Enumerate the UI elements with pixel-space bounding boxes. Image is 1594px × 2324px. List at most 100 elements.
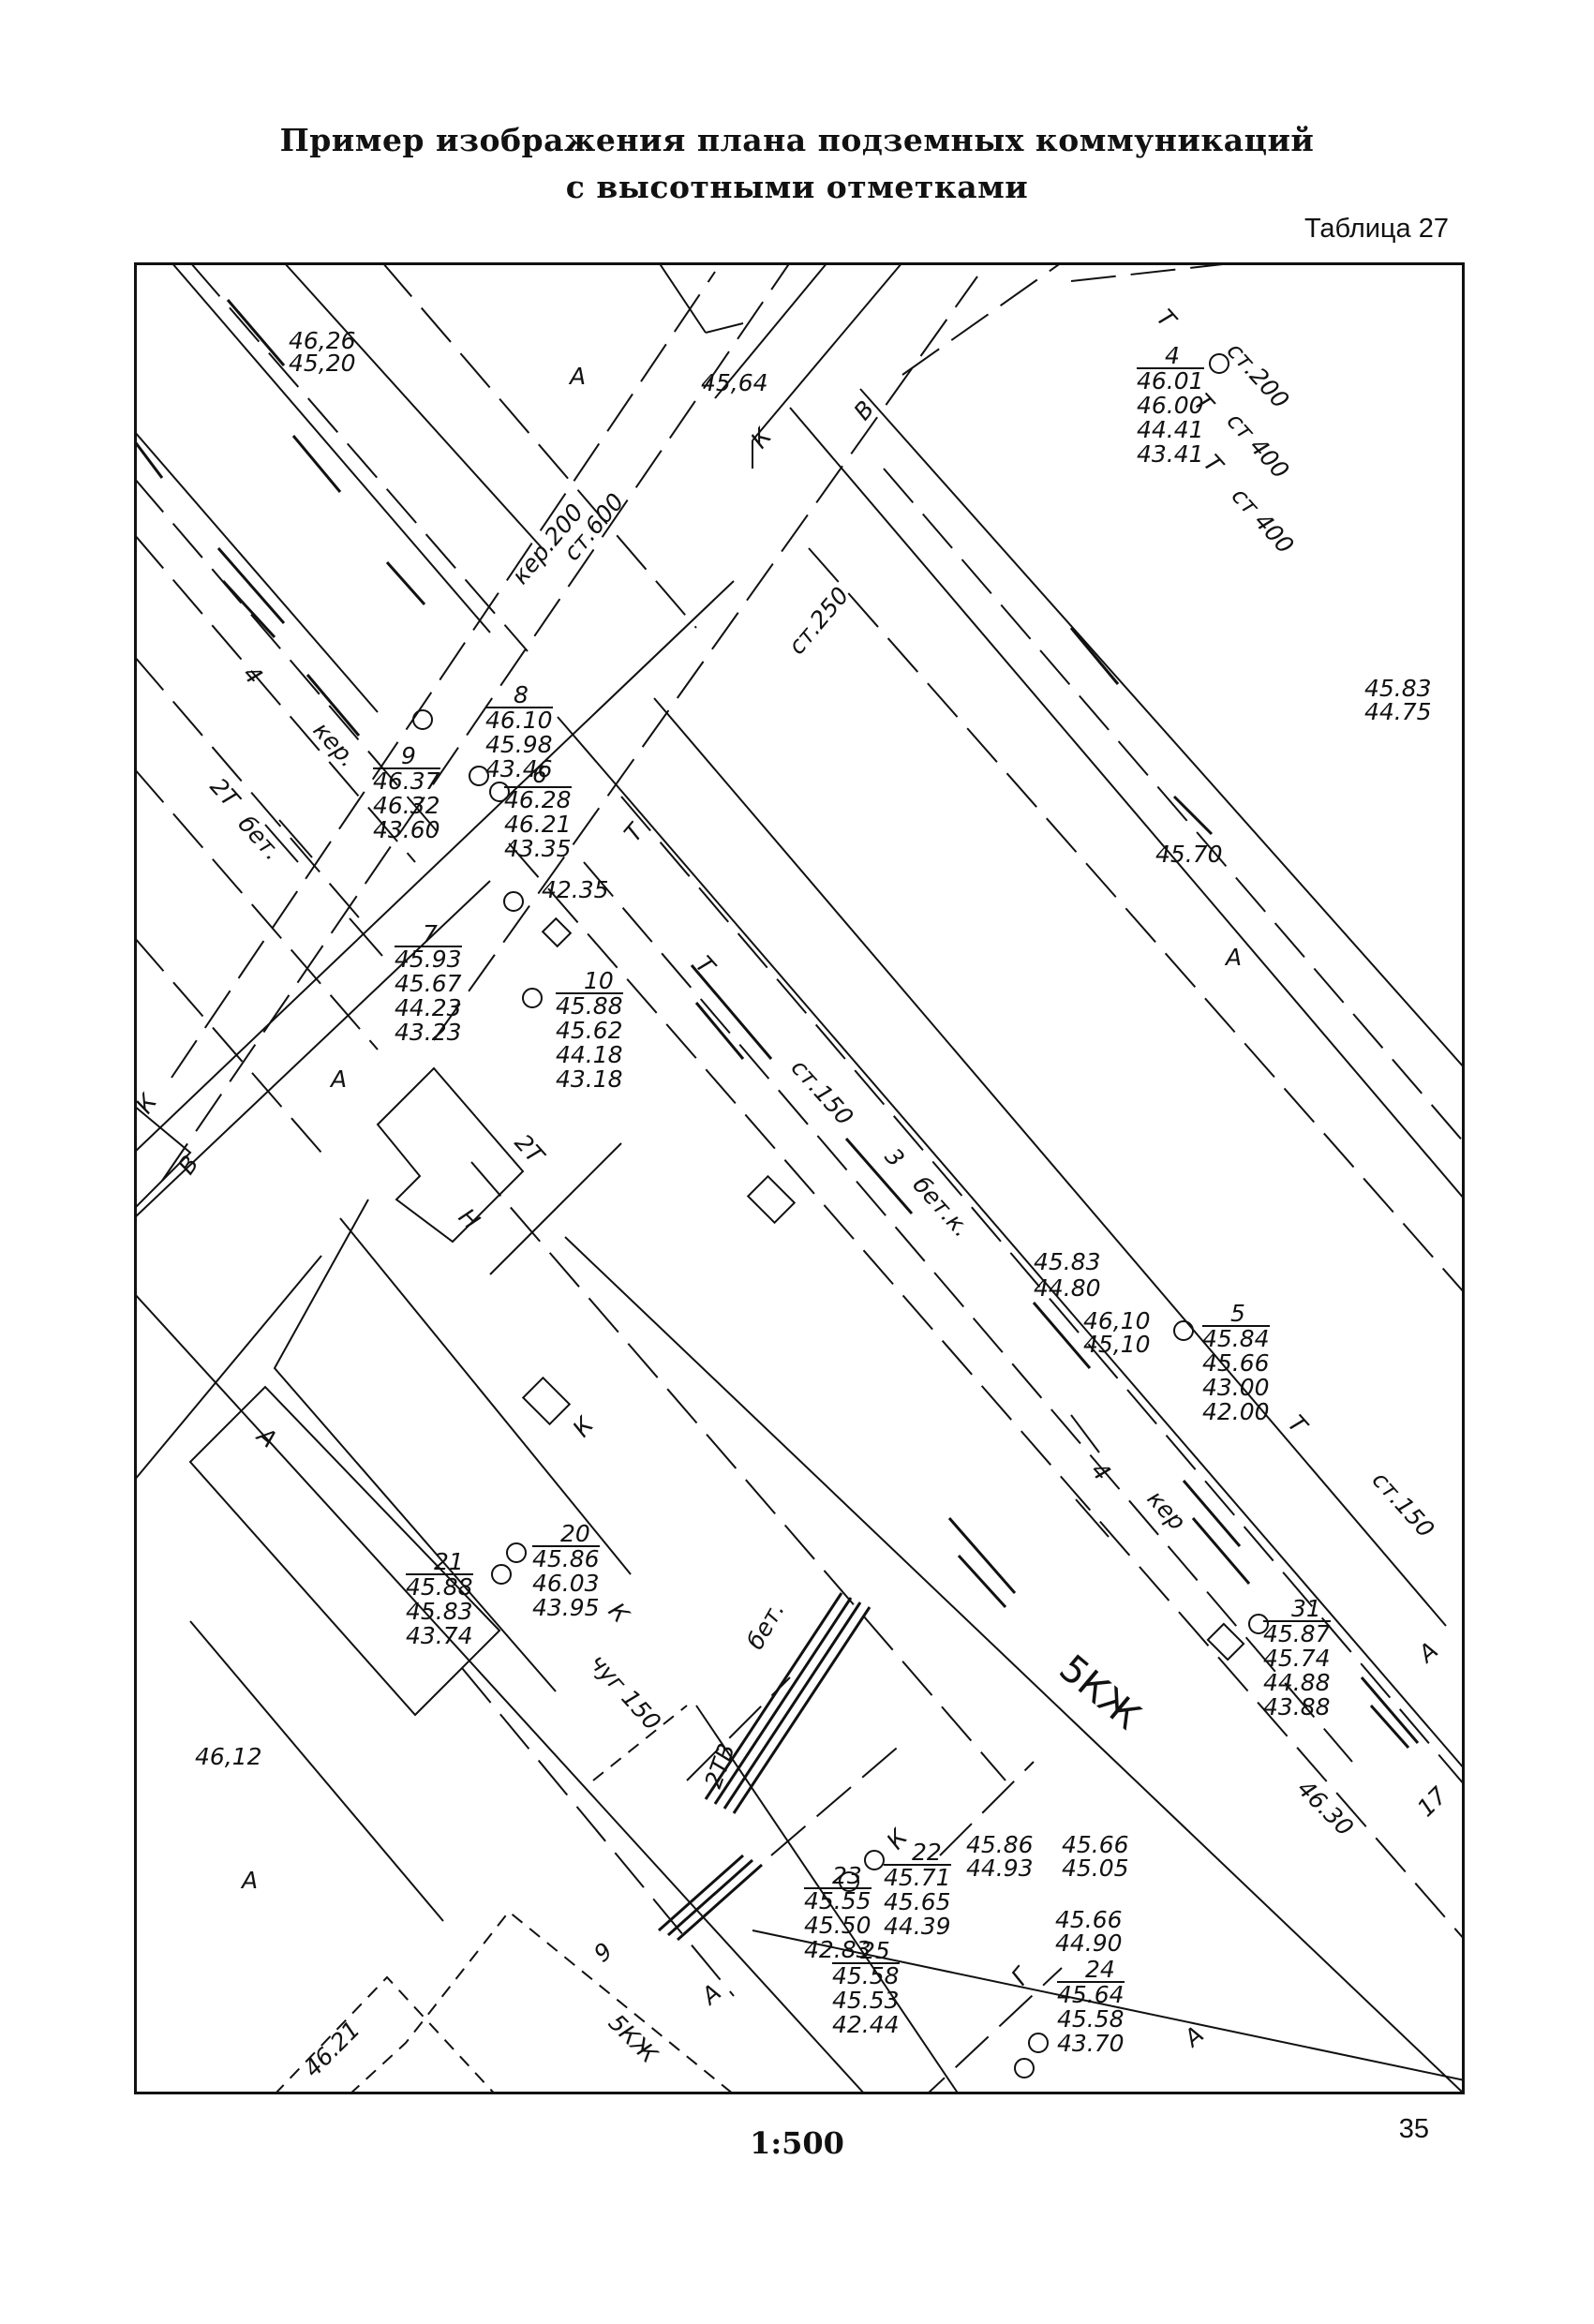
well-elevation: 45.87 — [1263, 1620, 1331, 1647]
elev-e13: 42.35 — [542, 876, 609, 903]
page-title-line2: с высотными отметками — [565, 169, 1029, 205]
well-elevation: 45.58 — [832, 1962, 900, 1989]
well-id: 8 — [514, 681, 529, 708]
chambers — [521, 916, 1245, 1661]
well-id: 20 — [560, 1520, 590, 1547]
area-labels: А А А А А А А А Н 5КЖ 9 5КЖ 17 — [240, 363, 1452, 2069]
elev-e3b: 44.75 — [1364, 698, 1432, 725]
well-elevation: 46.37 — [373, 767, 440, 795]
elev-e12: 46.21 — [299, 2016, 365, 2082]
well-elevation: 46.00 — [1137, 392, 1204, 419]
well-symbols — [412, 353, 1269, 2078]
label-K2: К — [134, 1088, 163, 1118]
well-elevation: 45.83 — [406, 1598, 473, 1625]
elev-e11b: 44.90 — [1055, 1929, 1123, 1957]
well-id: 9 — [401, 742, 416, 769]
well-elevation: 45.50 — [804, 1912, 871, 1939]
well-elevation: 43.88 — [1263, 1693, 1331, 1721]
well-elevation: 45.55 — [804, 1887, 871, 1914]
well-elevation: 43.74 — [406, 1622, 473, 1649]
elev-e10b: 45.05 — [1062, 1855, 1129, 1882]
well-elevation: 45.98 — [485, 731, 553, 758]
well-elevation: 46.01 — [1137, 367, 1204, 395]
well-id: 6 — [532, 761, 547, 788]
well-id: 25 — [860, 1937, 890, 1964]
elev-e6b: 45,10 — [1083, 1331, 1151, 1358]
well-elevation: 45.86 — [532, 1545, 600, 1572]
area-A3: А — [329, 1065, 347, 1093]
label-K4: К — [603, 1598, 635, 1630]
well-elevation: 45.53 — [832, 1987, 900, 2014]
well-elevation: 45.71 — [884, 1864, 951, 1891]
building-outlines — [134, 1066, 1465, 2094]
elev-e9b: 44.93 — [966, 1855, 1034, 1882]
crossing-ticks — [264, 819, 1110, 1538]
bldg-5kzh: 5КЖ — [1051, 1646, 1149, 1738]
bldg-9: 9 — [588, 1937, 618, 1967]
well-elevation: 43.95 — [532, 1594, 600, 1621]
label-bet1: бет. — [233, 811, 287, 866]
well-elevation: 45.88 — [406, 1573, 473, 1601]
label-ker1: кер. — [308, 717, 363, 773]
page-number: 35 — [1398, 2114, 1429, 2144]
page-title-line1: Пример изображения плана подземных комму… — [279, 122, 1315, 158]
label-ker2: кер — [1142, 1485, 1192, 1536]
label-st400b: ст 400 — [1227, 483, 1300, 559]
elev-e10a: 45.66 — [1062, 1831, 1129, 1858]
well-elevation: 43.60 — [373, 816, 440, 843]
elev-e11a: 45.66 — [1055, 1906, 1123, 1933]
well-elevation: 46.03 — [532, 1570, 600, 1597]
area-A5: А — [240, 1867, 258, 1894]
well-elevation: 44.39 — [884, 1913, 951, 1940]
well-elevation: 43.70 — [1057, 2030, 1125, 2057]
elev-e1b: 45,20 — [289, 350, 356, 377]
well-elevation: 46.10 — [485, 707, 553, 734]
elev-e6a: 46,10 — [1083, 1307, 1151, 1334]
well-elevation: 43.35 — [504, 835, 572, 862]
label-st200: ст.200 — [1222, 337, 1295, 414]
well-elevation: 42.83 — [804, 1936, 871, 1963]
cable-bundle — [658, 1592, 871, 1942]
well-elevation: 42.44 — [832, 2011, 900, 2038]
well-labels: 446.0146.0044.4143.41846.1045.9843.46946… — [373, 342, 1331, 2057]
well-elevation: 46.32 — [373, 792, 440, 819]
well-elevation: 42.00 — [1202, 1398, 1270, 1425]
elev-e4: 45.70 — [1155, 841, 1223, 868]
well-id: 7 — [423, 920, 438, 947]
well-id: 24 — [1085, 1956, 1115, 1983]
well-elevation: 45.84 — [1202, 1325, 1270, 1352]
well-id: 23 — [832, 1862, 862, 1889]
well-elevation: 45.66 — [1202, 1349, 1270, 1377]
line-labels: ст.200 ст 400 ст 400 кер.200 ст.600 ст.2… — [134, 305, 1439, 1990]
well-elevation: 45.62 — [556, 1017, 623, 1044]
well-id: 10 — [584, 967, 614, 994]
area-A2: А — [1224, 944, 1242, 971]
map-frame — [134, 262, 1465, 2094]
label-T1: Т — [1152, 305, 1183, 335]
area-A7: А — [695, 1978, 726, 2010]
elev-e7: 46,12 — [195, 1743, 262, 1770]
elev-e9a: 45.86 — [966, 1831, 1034, 1858]
label-T5: Т — [691, 951, 722, 981]
spot-elevations: 46,26 45,20 45,64 45.83 44.75 45.70 45.8… — [195, 327, 1432, 2082]
well-id: 5 — [1230, 1300, 1245, 1327]
label-st150b: ст.150 — [1367, 1467, 1440, 1543]
label-G1: Г — [1006, 1961, 1035, 1990]
label-betk: бет.к. — [908, 1171, 976, 1243]
bldg-9-kzh: 5КЖ — [603, 2009, 663, 2069]
well-elevation: 45.64 — [1057, 1981, 1125, 2008]
well-elevation: 44.18 — [556, 1041, 623, 1068]
area-A6: А — [1412, 1636, 1443, 1668]
label-T4: Т — [618, 817, 649, 847]
label-bet2: бет. — [741, 1597, 790, 1654]
well-elevation: 45.65 — [884, 1888, 951, 1915]
label-17: 17 — [1412, 1781, 1452, 1822]
elev-e5b: 44.80 — [1034, 1274, 1101, 1302]
